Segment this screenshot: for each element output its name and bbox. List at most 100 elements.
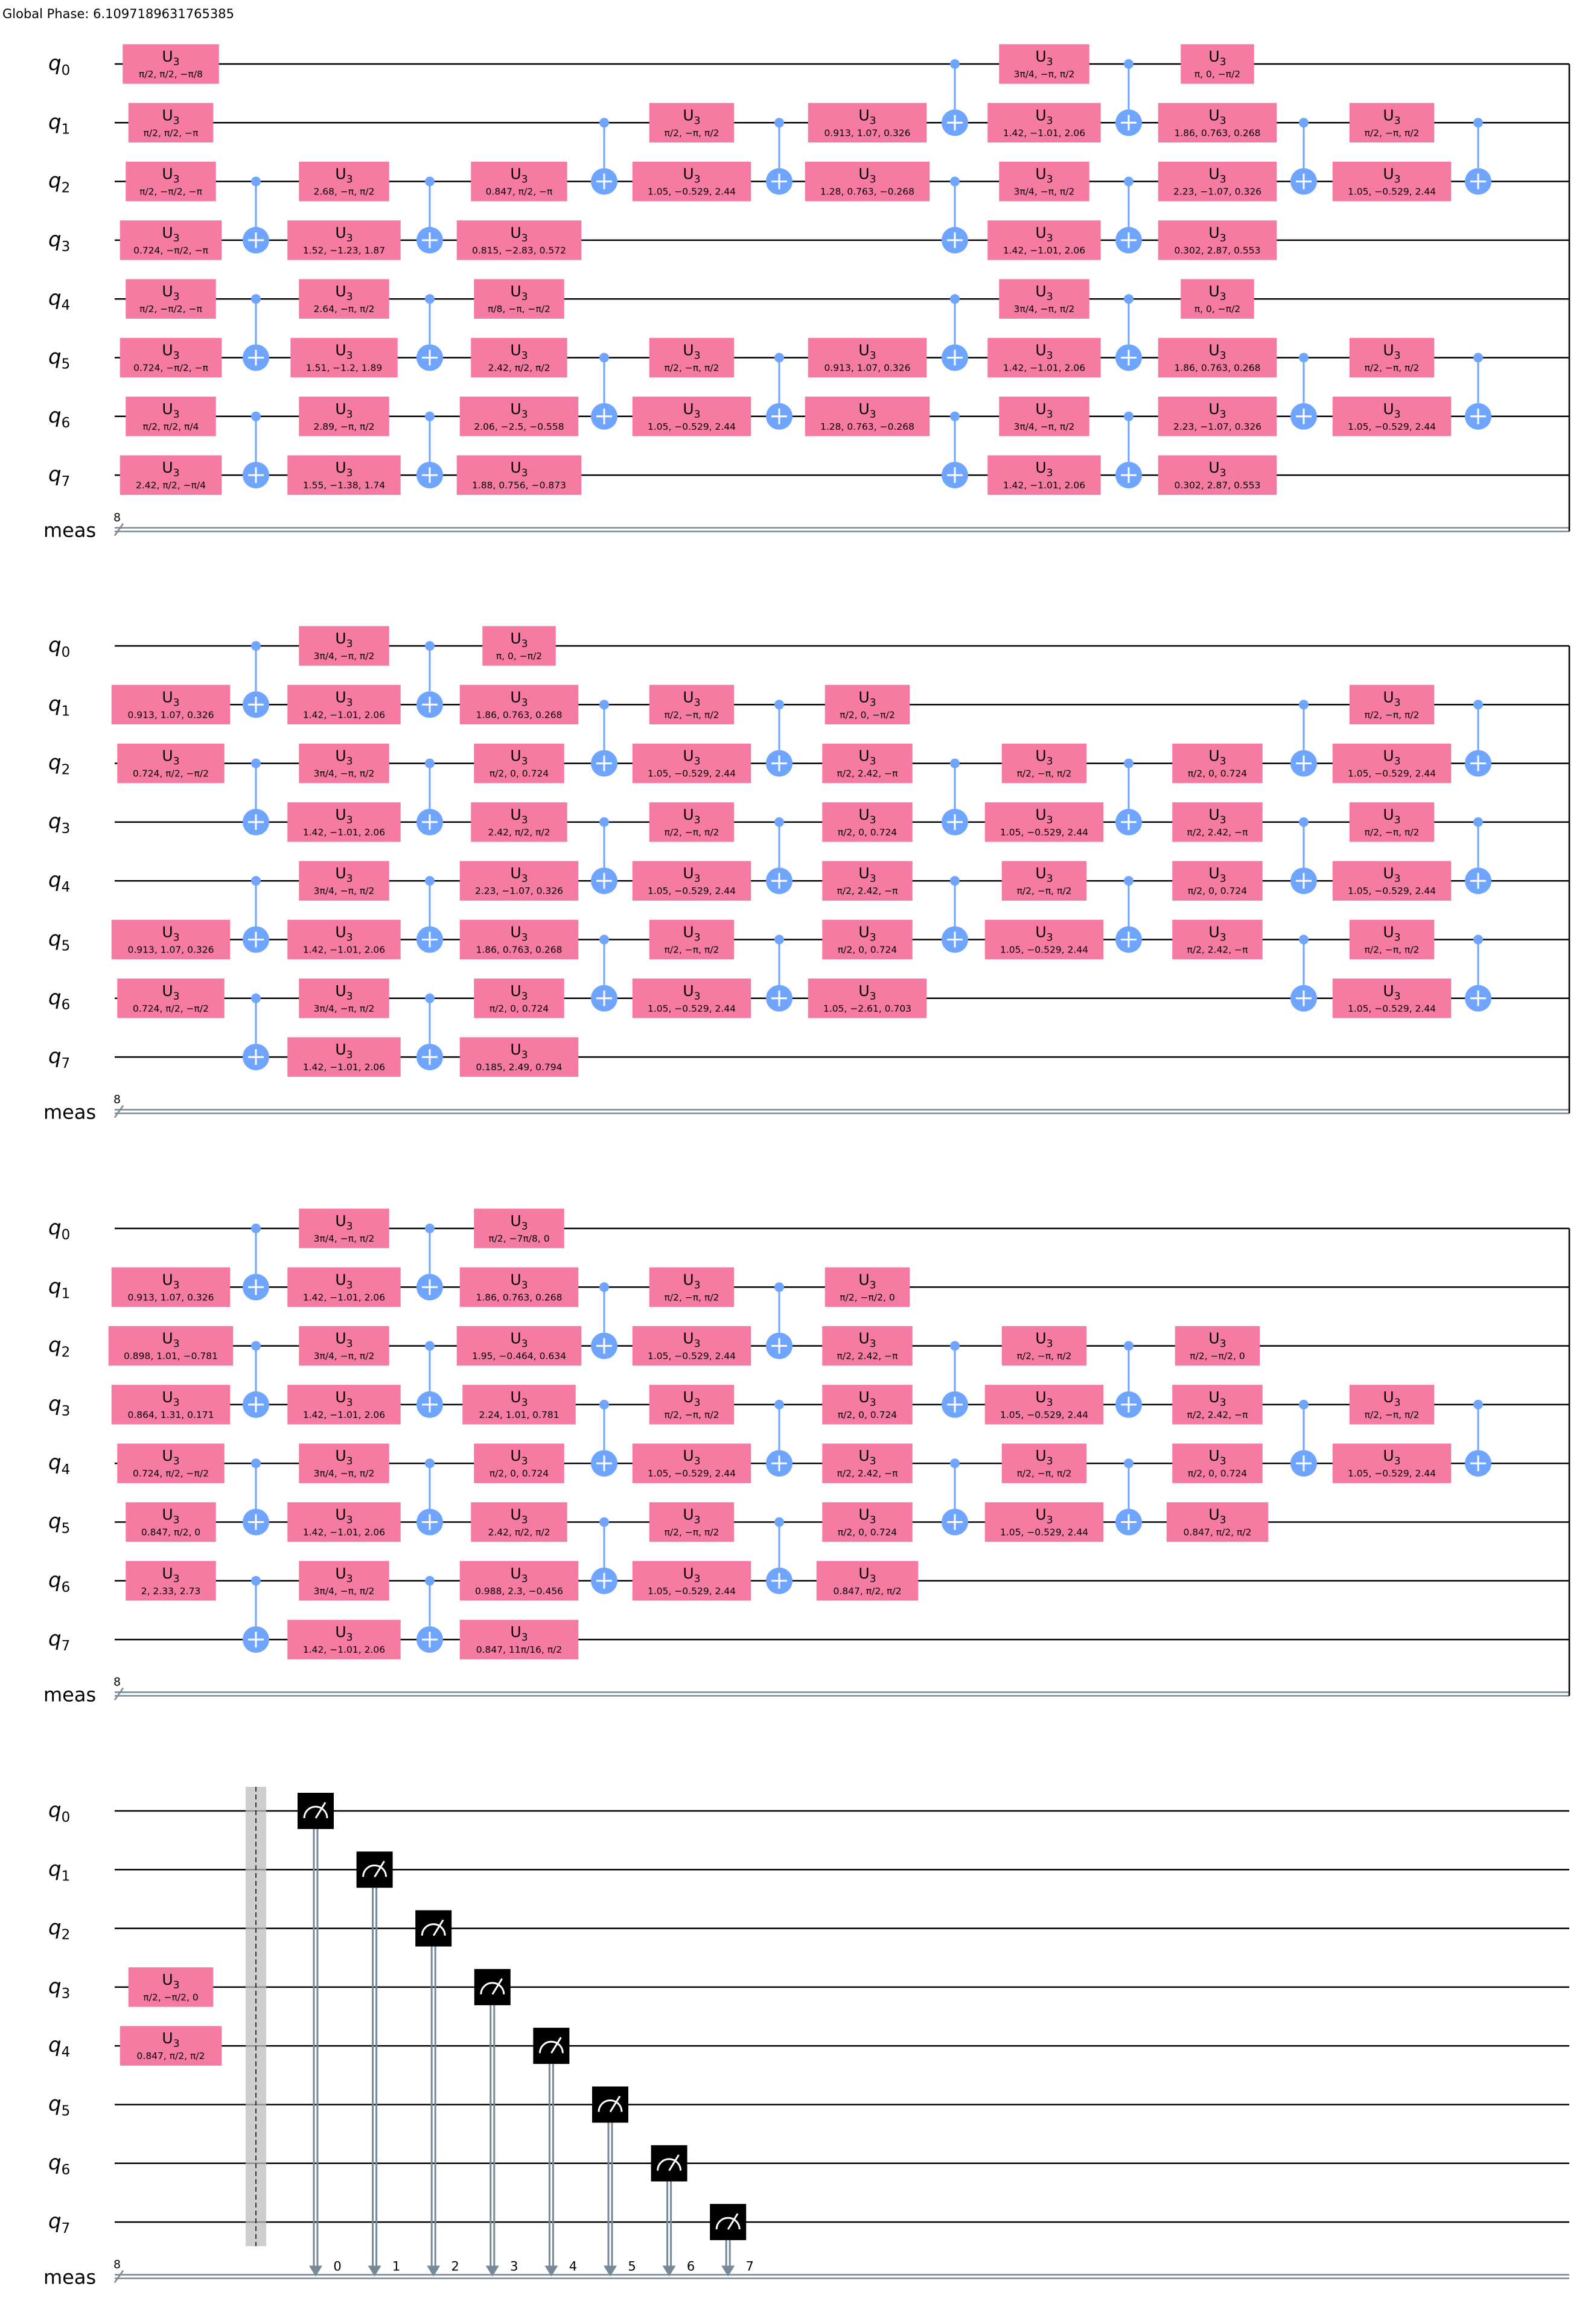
cnot-control-dot (1124, 1458, 1134, 1469)
u3-gate: U31.42, −1.01, 2.06 (287, 1620, 401, 1659)
u3-gate-params: 1.05, −0.529, 2.44 (648, 1468, 736, 1479)
u3-gate-params: 2.42, π/2, −π/4 (136, 480, 206, 491)
meter-needle (432, 1919, 444, 1936)
cnot-gate (1465, 353, 1491, 430)
cnot-control-dot (1473, 118, 1483, 128)
u3-gate-params: 1.42, −1.01, 2.06 (1003, 127, 1085, 138)
u3-gate-subscript: 3 (173, 1979, 180, 1991)
cnot-control-dot (774, 700, 784, 710)
cnot-gate (243, 876, 269, 953)
measure-gate: 3 (474, 1968, 518, 2277)
u3-gate-subscript: 3 (1047, 467, 1053, 479)
u3-gate: U32.42, π/2, π/2 (471, 1502, 567, 1542)
u3-gate-subscript: 3 (870, 932, 876, 944)
cnot-gate (416, 876, 443, 953)
cnot-gate (591, 353, 617, 430)
qubit-index: 7 (62, 1638, 71, 1654)
u3-gate: U3π/2, 0, 0.724 (474, 1443, 564, 1483)
u3-gate-box (1158, 337, 1277, 378)
measure-gate: 7 (710, 2204, 754, 2277)
u3-gate: U3π/2, −π, π/2 (649, 919, 735, 960)
cnot-gate (243, 1458, 269, 1536)
u3-gate-params: 1.86, 0.763, 0.268 (476, 945, 563, 956)
u3-gate-params: 1.28, 0.763, −0.268 (820, 187, 914, 197)
cnot-gate (416, 993, 443, 1071)
u3-gate-box (471, 1502, 567, 1542)
u3-gate-name: U3 (1383, 400, 1400, 421)
measure-bit-index: 7 (746, 2259, 754, 2273)
u3-gate: U30.724, −π/2, −π (120, 337, 222, 378)
u3-gate-params: 0.913, 1.07, 0.326 (824, 127, 911, 138)
u3-gate-box (117, 978, 225, 1018)
u3-gate: U3π/2, 2.42, −π (822, 743, 913, 784)
u3-gate-box (456, 220, 582, 260)
measure-arrow (309, 2265, 322, 2277)
u3-gate: U30.724, π/2, −π/2 (117, 1443, 225, 1483)
u3-gate-params: π/2, −π, π/2 (1017, 886, 1072, 896)
u3-gate-subscript: 3 (521, 1338, 528, 1350)
qubit-index: 7 (62, 2221, 71, 2236)
u3-gate-subscript: 3 (870, 174, 876, 186)
u3-gate-box (459, 685, 579, 725)
u3-gate: U3π/2, 0, 0.724 (822, 919, 913, 960)
u3-gate-box (111, 919, 231, 960)
u3-gate-subscript: 3 (870, 1397, 876, 1409)
u3-gate-subscript: 3 (173, 1397, 180, 1409)
cnot-control-dot (774, 1517, 784, 1527)
u3-gate-params: π/2, 2.42, −π (837, 886, 898, 896)
u3-gate: U30.847, π/2, π/2 (1166, 1502, 1269, 1542)
cnot-gate (766, 817, 792, 895)
cnot-gate (416, 294, 443, 371)
u3-gate: U3π/2, −7π/8, 0 (474, 1208, 564, 1248)
u3-gate-box (984, 1502, 1104, 1542)
cnot-gate (591, 817, 617, 895)
u3-gate-box (299, 743, 389, 784)
u3-gate-subscript: 3 (346, 1338, 353, 1350)
u3-gate-params: 3π/4, −π, π/2 (314, 768, 375, 779)
cnot-control-dot (251, 1458, 261, 1469)
u3-gate-subscript: 3 (173, 467, 180, 479)
cnot-control-dot (1299, 1399, 1309, 1409)
u3-gate-params: π/2, 2.42, −π (837, 768, 898, 779)
qubit-index: 1 (62, 1868, 71, 1884)
u3-gate-box (1349, 1385, 1435, 1425)
u3-gate: U31.42, −1.01, 2.06 (987, 103, 1101, 143)
u3-gate-params: 0.724, −π/2, −π (133, 245, 208, 256)
u3-gate-box (984, 1385, 1104, 1425)
cnot-control-dot (950, 411, 960, 421)
u3-gate-box (287, 685, 401, 725)
measure-gate: 0 (298, 1793, 342, 2277)
u3-gate-subscript: 3 (1394, 350, 1401, 362)
u3-gate-params: π/2, −π, π/2 (1365, 709, 1420, 720)
cnot-gate (591, 700, 617, 777)
cnot-gate (591, 1399, 617, 1477)
u3-gate: U30.913, 1.07, 0.326 (111, 1267, 231, 1307)
u3-gate-params: 0.913, 1.07, 0.326 (128, 709, 214, 720)
u3-gate-params: π/2, −π, π/2 (1017, 768, 1072, 779)
u3-gate-params: 2.68, −π, π/2 (314, 187, 375, 197)
cnot-control-dot (599, 817, 609, 827)
u3-gate-box (822, 1326, 913, 1366)
u3-gate-params: 1.95, −0.464, 0.634 (472, 1351, 566, 1362)
u3-gate-params: 0.913, 1.07, 0.326 (824, 363, 911, 374)
u3-gate: U31.05, −0.529, 2.44 (632, 978, 751, 1018)
u3-gate-subscript: 3 (173, 991, 180, 1003)
u3-gate: U31.42, −1.01, 2.06 (987, 220, 1101, 260)
u3-gate-subscript: 3 (1394, 1397, 1401, 1409)
u3-gate-params: 3π/4, −π, π/2 (1014, 421, 1075, 432)
u3-gate-params: π/2, −π, π/2 (665, 945, 719, 956)
qubit-label: q2 (48, 751, 70, 778)
u3-gate-box (287, 1385, 401, 1425)
qubit-index: 4 (62, 298, 71, 313)
u3-gate-subscript: 3 (694, 1338, 701, 1350)
u3-gate-subscript: 3 (521, 1455, 528, 1467)
u3-gate: U3π/2, −π, π/2 (1001, 861, 1087, 901)
u3-gate-subscript: 3 (870, 873, 876, 885)
u3-gate-name: U3 (858, 806, 876, 826)
u3-gate-params: π/2, −π, π/2 (665, 363, 719, 374)
u3-gate-params: π/2, −π, π/2 (1365, 827, 1420, 838)
u3-gate-box (1001, 1326, 1087, 1366)
u3-gate-box (126, 1502, 216, 1542)
u3-gate-subscript: 3 (173, 932, 180, 944)
